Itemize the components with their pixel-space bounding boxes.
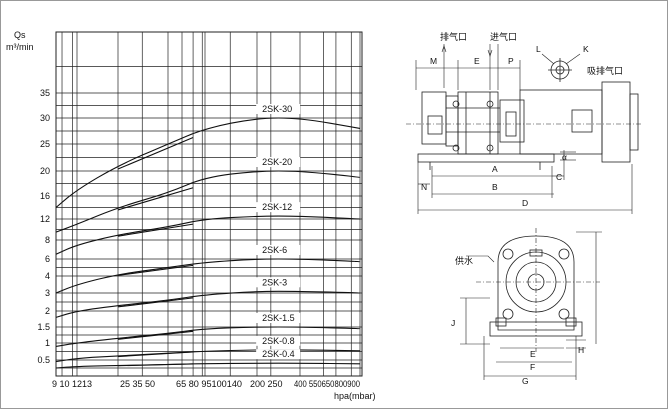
series-label-bg <box>256 335 301 346</box>
y-tick-label: 35 <box>40 88 50 98</box>
series-label: 2SK-0.8 <box>262 336 295 346</box>
y-tick-label: 30 <box>40 113 50 123</box>
series-overlap-segment <box>117 264 194 276</box>
series-overlap-segment <box>117 351 194 358</box>
y-tick-label: 25 <box>40 139 50 149</box>
series-label-bg <box>256 245 301 255</box>
dim-label-G: G <box>522 376 529 386</box>
series-overlap-segment <box>117 223 194 237</box>
series-curve-2sk-20 <box>55 170 361 233</box>
x-tick-label-group-1: 9 10 1213 <box>52 379 92 389</box>
dim-label-M: M <box>430 56 437 66</box>
y-tick-label: 4 <box>45 271 50 281</box>
series-label: 2SK-12 <box>262 202 292 212</box>
series-curve-2sk-12 <box>55 215 361 255</box>
series-overlap-segment <box>117 363 194 367</box>
y-axis-unit: m³/min <box>6 42 34 52</box>
dim-label-F: F <box>530 362 535 372</box>
dim-label-H: H <box>578 345 584 355</box>
series-label: 2SK-0.4 <box>262 349 295 359</box>
y-tick-label: 16 <box>40 191 50 201</box>
series-curve-2sk-3 <box>55 290 361 318</box>
y-tick-label: 8 <box>45 235 50 245</box>
series-label-bg <box>256 157 301 167</box>
series-overlap-segment <box>117 297 194 308</box>
chart-plot-area <box>55 31 363 377</box>
y-tick-label: 1 <box>45 338 50 348</box>
series-overlap-segment <box>117 136 194 170</box>
series-curve-2sk-6 <box>55 258 361 294</box>
chart-grid <box>55 31 363 377</box>
series-label-bg <box>256 202 301 213</box>
pump-side-view: 排气口 进气口 吸排气口 L K M E P <box>406 31 642 214</box>
series-label-bg <box>256 313 301 323</box>
dim-label-K: K <box>583 44 589 54</box>
y-tick-label: 12 <box>40 214 50 224</box>
series-label-bg <box>256 349 301 360</box>
series-curve-2sk-0-4 <box>55 362 361 369</box>
pump-front-view: 供水 J E F G H <box>451 228 602 386</box>
suction-exhaust-port-label: 吸排气口 <box>587 65 623 77</box>
x-tick-label-group-2: 25 35 50 <box>120 379 155 389</box>
dim-label-C: C <box>556 172 562 182</box>
dim-label-J: J <box>451 318 455 328</box>
series-labels: 2SK-30 2SK-20 2SK-12 2SK-6 2SK-3 2SK-1.5 2SK-0… <box>256 104 301 360</box>
series-label-bg <box>256 104 301 114</box>
dim-label-P: P <box>508 56 514 66</box>
series-curve-2sk-30 <box>55 117 361 208</box>
y-tick-label: 20 <box>40 166 50 176</box>
series-curve-2sk-1-5 <box>55 326 361 347</box>
exhaust-port-label: 排气口 <box>440 31 467 43</box>
y-tick-label: 3 <box>45 288 50 298</box>
dim-label-E-top: E <box>474 56 480 66</box>
series-overlap-segment <box>117 187 194 211</box>
y-axis-title: Qs <box>14 30 26 40</box>
dim-label-alpha: α <box>562 152 567 162</box>
series-overlap-segment <box>117 330 194 340</box>
dim-label-L: L <box>536 44 541 54</box>
x-tick-label-group-3: 65 80 95100140 <box>176 379 242 389</box>
series-label: 2SK-30 <box>262 104 292 114</box>
series-label: 2SK-3 <box>262 277 287 287</box>
performance-chart: Qs m³/min 35 30 25 20 16 12 8 6 4 3 2 1.5 1 0.5 9 10 … <box>6 30 376 401</box>
x-tick-label-group-5: 400 550650800900 <box>294 379 360 389</box>
series-label: 2SK-6 <box>262 245 287 255</box>
y-tick-labels: 35 30 25 20 16 12 8 6 4 3 2 1.5 1 0.5 <box>37 88 50 365</box>
x-tick-label-group-4: 200 250 <box>250 379 283 389</box>
series-label: 2SK-1.5 <box>262 313 295 323</box>
y-tick-label: 2 <box>45 306 50 316</box>
dim-label-A: A <box>492 164 498 174</box>
dim-label-N: N <box>421 182 427 192</box>
series-label-bg <box>256 277 301 288</box>
y-tick-label: 1.5 <box>37 322 50 332</box>
x-axis-title: hpa(mbar) <box>334 391 376 401</box>
dim-label-E-front: E <box>530 349 536 359</box>
dim-label-D: D <box>522 198 528 208</box>
series-label: 2SK-20 <box>262 157 292 167</box>
water-supply-label: 供水 <box>455 255 473 267</box>
dim-label-B: B <box>492 182 498 192</box>
chart-curves <box>55 117 361 369</box>
y-tick-label: 6 <box>45 254 50 264</box>
y-tick-label: 0.5 <box>37 355 50 365</box>
intake-port-label: 进气口 <box>490 31 517 43</box>
